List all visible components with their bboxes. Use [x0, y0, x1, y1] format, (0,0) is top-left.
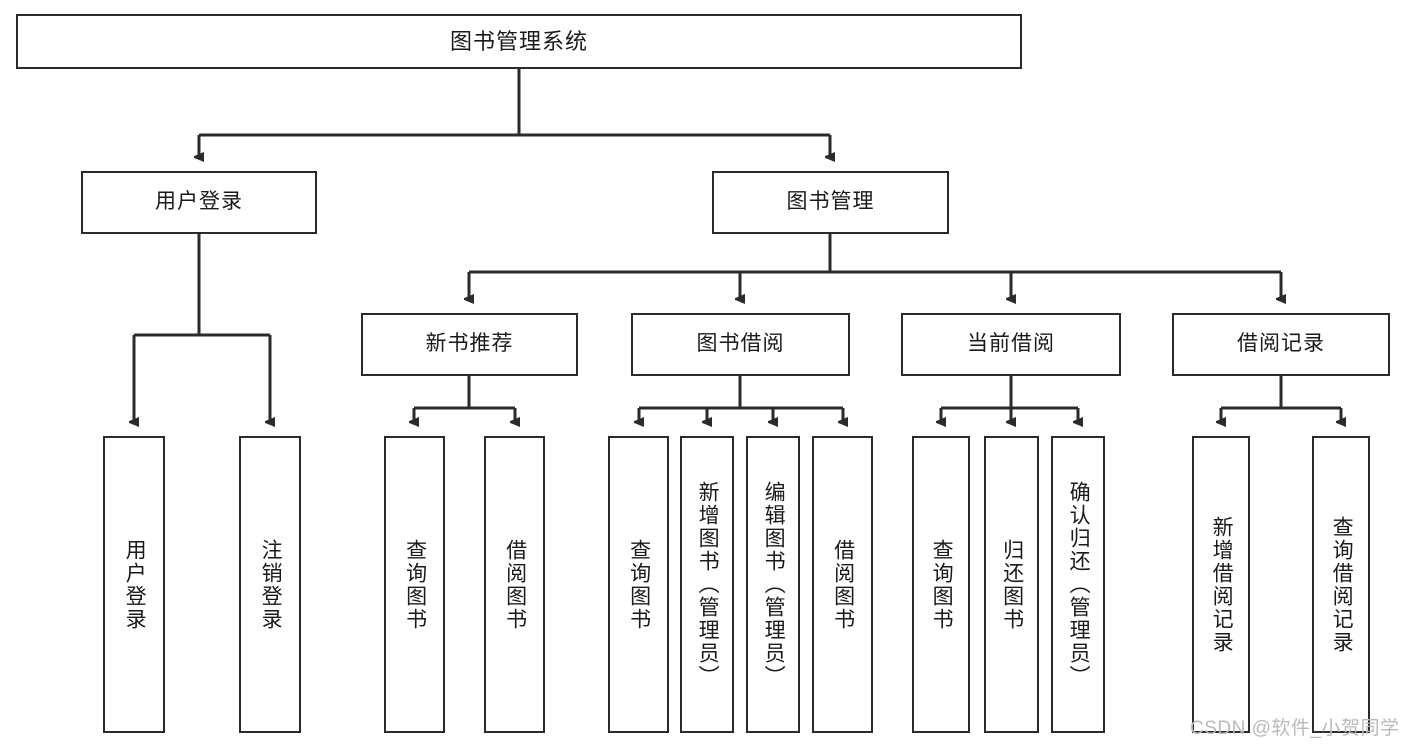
leaf-add-book-admin[interactable]: 新增图书（管理员） — [680, 436, 734, 733]
leaf-confirm-return-admin[interactable]: 确认归还（管理员） — [1051, 436, 1105, 733]
leaf-user-login[interactable]: 用户登录 — [103, 436, 165, 733]
node-borrow-record[interactable]: 借阅记录 — [1172, 313, 1390, 376]
node-root[interactable]: 图书管理系统 — [16, 14, 1022, 69]
watermark-text: CSDN @软件_小贺同学 — [1190, 718, 1400, 739]
leaf-edit-book-admin[interactable]: 编辑图书（管理员） — [746, 436, 800, 733]
leaf-query-borrow-record[interactable]: 查询借阅记录 — [1312, 436, 1370, 733]
leaf-query-book-current[interactable]: 查询图书 — [912, 436, 970, 733]
node-book-management[interactable]: 图书管理 — [712, 171, 949, 234]
leaf-logout[interactable]: 注销登录 — [239, 436, 301, 733]
node-book-borrow[interactable]: 图书借阅 — [631, 313, 850, 376]
leaf-query-book-new[interactable]: 查询图书 — [384, 436, 445, 733]
node-user-login[interactable]: 用户登录 — [81, 171, 317, 234]
node-new-book-recommend[interactable]: 新书推荐 — [361, 313, 578, 376]
leaf-query-book-borrow[interactable]: 查询图书 — [608, 436, 669, 733]
leaf-borrow-book[interactable]: 借阅图书 — [812, 436, 873, 733]
leaf-add-borrow-record[interactable]: 新增借阅记录 — [1192, 436, 1250, 733]
leaf-return-book[interactable]: 归还图书 — [984, 436, 1039, 733]
node-current-borrow[interactable]: 当前借阅 — [901, 313, 1121, 376]
leaf-borrow-book-new[interactable]: 借阅图书 — [484, 436, 545, 733]
